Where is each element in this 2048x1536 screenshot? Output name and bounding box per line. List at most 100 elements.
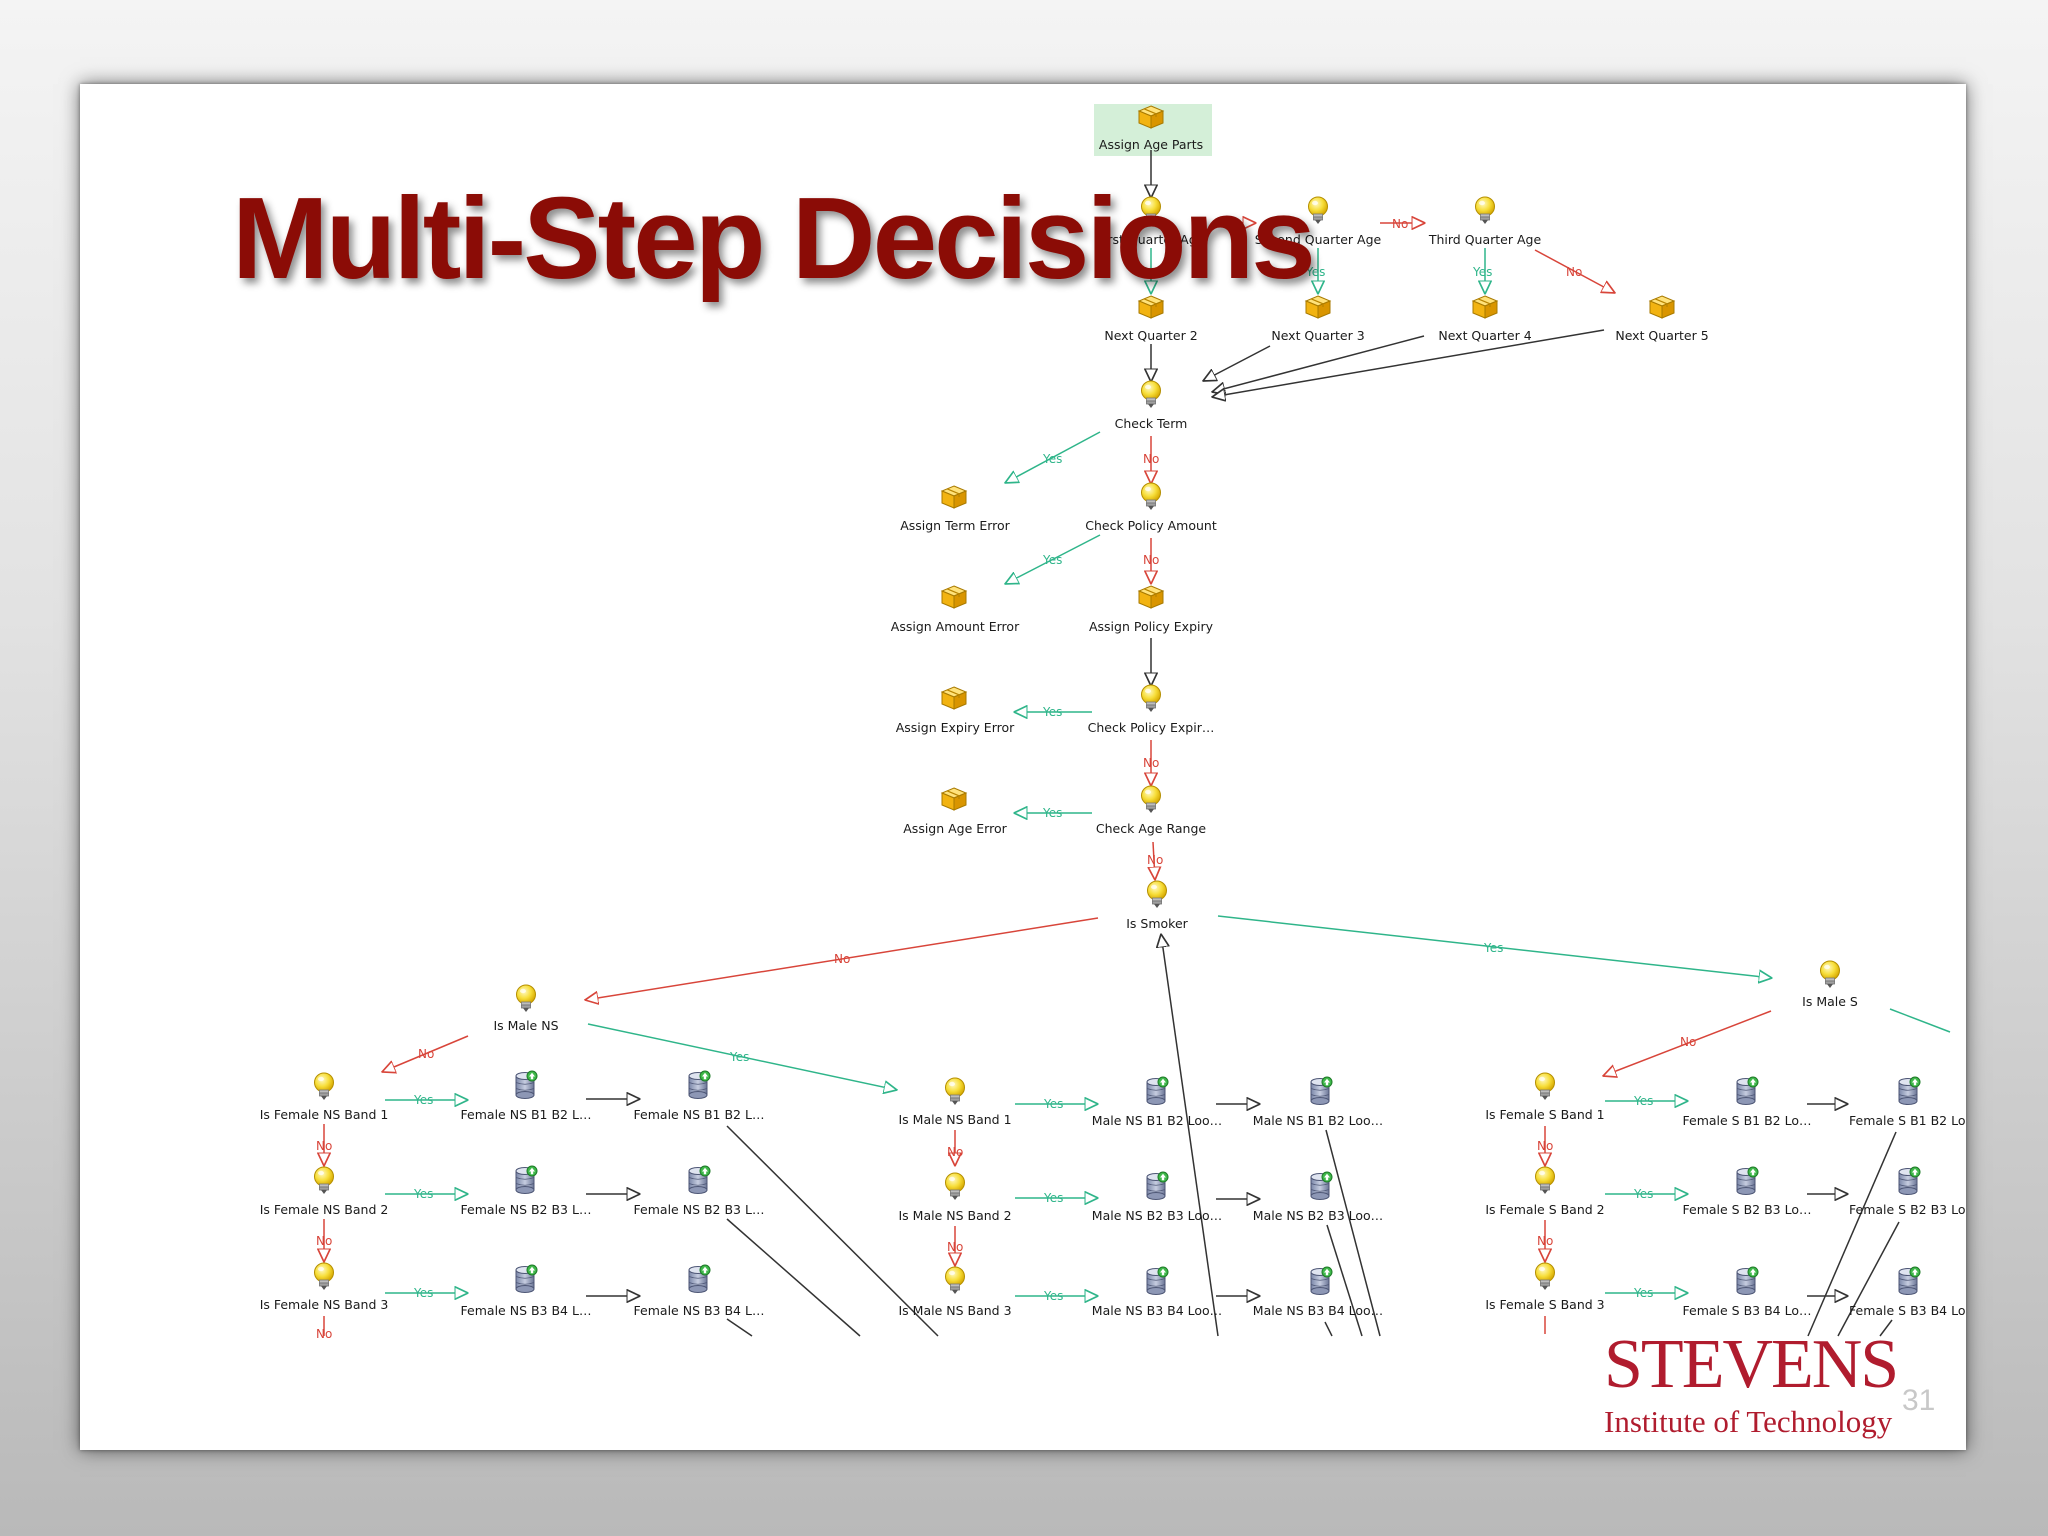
node-third-quarter-age[interactable]: Third Quarter Age xyxy=(1428,196,1542,247)
node-check-policy-expiry[interactable]: Check Policy Expir… xyxy=(1088,684,1215,735)
node-is-female-ns-band-3[interactable]: Is Female NS Band 3 xyxy=(260,1262,389,1312)
node-check-term[interactable]: Check Term xyxy=(1115,380,1188,431)
database-icon xyxy=(1898,1166,1921,1195)
node-female-s-b2-b3-a[interactable]: Female S B2 B3 Lo… xyxy=(1683,1166,1812,1217)
node-male-ns-b2-b3-b[interactable]: Male NS B2 B3 Loo… xyxy=(1253,1171,1383,1223)
database-icon xyxy=(1736,1166,1759,1195)
node-is-female-s-band-3[interactable]: Is Female S Band 3 xyxy=(1485,1262,1605,1312)
node-label: Second Quarter Age xyxy=(1255,232,1382,247)
node-label: Assign Age Error xyxy=(903,821,1007,836)
database-icon xyxy=(1898,1266,1921,1295)
stevens-logo-wordmark: STEVENS xyxy=(1604,1326,1899,1403)
node-is-female-ns-band-2[interactable]: Is Female NS Band 2 xyxy=(260,1166,389,1217)
node-next-quarter-4[interactable]: Next Quarter 4 xyxy=(1438,295,1532,343)
package-icon xyxy=(1649,295,1675,319)
node-label: Is Female NS Band 1 xyxy=(260,1107,389,1122)
node-label: Female NS B2 B3 L… xyxy=(634,1202,765,1217)
package-icon xyxy=(1472,295,1498,319)
database-icon xyxy=(1146,1266,1169,1295)
node-label: Female NS B1 B2 L… xyxy=(461,1107,592,1122)
node-label: Female NS B3 B4 L… xyxy=(461,1303,592,1318)
node-label: Is Female S Band 3 xyxy=(1485,1297,1604,1312)
node-label: Assign Term Error xyxy=(900,518,1010,533)
node-label: Female NS B1 B2 L… xyxy=(634,1107,765,1122)
node-next-quarter-2[interactable]: Next Quarter 2 xyxy=(1104,295,1198,343)
node-assign-term-error[interactable]: Assign Term Error xyxy=(900,485,1011,533)
node-label: Assign Amount Error xyxy=(891,619,1020,634)
node-is-male-s[interactable]: Is Male S xyxy=(1802,960,1858,1009)
node-female-ns-b1-b2-a[interactable]: Female NS B1 B2 L… xyxy=(461,1070,592,1122)
node-label: Is Male NS Band 2 xyxy=(898,1208,1011,1223)
node-is-female-s-band-1[interactable]: Is Female S Band 1 xyxy=(1485,1072,1605,1122)
node-male-ns-b2-b3-a[interactable]: Male NS B2 B3 Loo… xyxy=(1092,1171,1222,1223)
node-label: Check Term xyxy=(1115,416,1188,431)
node-check-age-range[interactable]: Check Age Range xyxy=(1096,785,1207,836)
node-female-ns-b2-b3-b[interactable]: Female NS B2 B3 L… xyxy=(634,1165,765,1217)
node-label: Assign Expiry Error xyxy=(896,720,1015,735)
node-assign-age-error[interactable]: Assign Age Error xyxy=(903,787,1008,836)
node-female-s-b1-b2-b[interactable]: Female S B1 B2 Lo xyxy=(1849,1076,1965,1128)
node-label: Assign Age Parts xyxy=(1099,137,1203,152)
node-label: Female S B2 B3 Lo xyxy=(1849,1202,1965,1217)
node-male-ns-b1-b2-a[interactable]: Male NS B1 B2 Loo… xyxy=(1092,1076,1222,1128)
node-is-smoker[interactable]: Is Smoker xyxy=(1126,880,1189,931)
node-label: Next Quarter 3 xyxy=(1271,328,1364,343)
node-label: Male NS B2 B3 Loo… xyxy=(1253,1208,1383,1223)
node-assign-policy-expiry[interactable]: Assign Policy Expiry xyxy=(1089,585,1214,634)
node-female-ns-b2-b3-a[interactable]: Female NS B2 B3 L… xyxy=(461,1165,592,1217)
package-icon xyxy=(941,485,967,509)
node-is-male-ns-band-2[interactable]: Is Male NS Band 2 xyxy=(898,1172,1012,1223)
node-label: Assign Policy Expiry xyxy=(1089,619,1214,634)
database-icon xyxy=(688,1264,711,1293)
node-is-male-ns-band-1[interactable]: Is Male NS Band 1 xyxy=(898,1077,1012,1127)
node-male-ns-b3-b4-a[interactable]: Male NS B3 B4 Loo… xyxy=(1092,1266,1222,1318)
database-icon xyxy=(515,1264,538,1293)
database-icon xyxy=(1736,1076,1759,1105)
node-label: Third Quarter Age xyxy=(1428,232,1542,247)
node-next-quarter-3[interactable]: Next Quarter 3 xyxy=(1271,295,1365,343)
node-first-quarter-age[interactable]: First Quarter Age xyxy=(1098,196,1205,247)
node-label: Is Female NS Band 2 xyxy=(260,1202,389,1217)
node-female-ns-b3-b4-b[interactable]: Female NS B3 B4 L… xyxy=(634,1264,765,1318)
node-label: Male NS B1 B2 Loo… xyxy=(1092,1113,1222,1128)
node-female-ns-b3-b4-a[interactable]: Female NS B3 B4 L… xyxy=(461,1264,592,1318)
node-next-quarter-5[interactable]: Next Quarter 5 xyxy=(1615,295,1709,343)
node-female-ns-b1-b2-b[interactable]: Female NS B1 B2 L… xyxy=(634,1070,765,1122)
node-is-male-ns-band-3[interactable]: Is Male NS Band 3 xyxy=(898,1266,1012,1318)
node-male-ns-b1-b2-b[interactable]: Male NS B1 B2 Loo… xyxy=(1253,1076,1383,1128)
node-is-female-s-band-2[interactable]: Is Female S Band 2 xyxy=(1485,1166,1605,1217)
node-male-ns-b3-b4-b[interactable]: Male NS B3 B4 Loo… xyxy=(1253,1266,1383,1318)
node-is-female-ns-band-1[interactable]: Is Female NS Band 1 xyxy=(260,1072,389,1122)
database-icon xyxy=(1310,1076,1333,1105)
node-label: Is Male NS xyxy=(493,1018,558,1033)
node-label: Male NS B3 B4 Loo… xyxy=(1253,1303,1383,1318)
node-check-policy-amount[interactable]: Check Policy Amount xyxy=(1085,482,1217,533)
node-female-s-b2-b3-b[interactable]: Female S B2 B3 Lo xyxy=(1849,1166,1965,1217)
database-icon xyxy=(1898,1076,1921,1105)
node-label: Next Quarter 4 xyxy=(1438,328,1531,343)
package-icon xyxy=(941,585,967,609)
node-is-male-ns[interactable]: Is Male NS xyxy=(493,984,559,1033)
node-label: Female S B1 B2 Lo… xyxy=(1683,1113,1812,1128)
slide-title: Multi-Step Decisions xyxy=(232,173,1316,303)
node-label: Is Female NS Band 3 xyxy=(260,1297,389,1312)
node-female-s-b3-b4-b[interactable]: Female S B3 B4 Lo xyxy=(1849,1266,1965,1318)
database-icon xyxy=(515,1165,538,1194)
node-assign-expiry-error[interactable]: Assign Expiry Error xyxy=(896,686,1015,735)
package-icon xyxy=(1138,585,1164,609)
node-female-s-b1-b2-a[interactable]: Female S B1 B2 Lo… xyxy=(1683,1076,1812,1128)
node-second-quarter-age[interactable]: Second Quarter Age xyxy=(1255,196,1382,247)
database-icon xyxy=(1736,1266,1759,1295)
node-label: Female S B2 B3 Lo… xyxy=(1683,1202,1812,1217)
package-icon xyxy=(941,787,967,811)
node-female-s-b3-b4-a[interactable]: Female S B3 B4 Lo… xyxy=(1683,1266,1812,1318)
database-icon xyxy=(688,1165,711,1194)
node-label: Female NS B2 B3 L… xyxy=(461,1202,592,1217)
node-label: Male NS B1 B2 Loo… xyxy=(1253,1113,1383,1128)
stevens-logo-subtitle: Institute of Technology xyxy=(1604,1404,1893,1439)
node-label: Female S B3 B4 Lo xyxy=(1849,1303,1965,1318)
node-assign-age-parts[interactable]: Assign Age Parts xyxy=(1099,105,1203,152)
database-icon xyxy=(1310,1266,1333,1295)
node-assign-amount-error[interactable]: Assign Amount Error xyxy=(891,585,1020,634)
node-label: Check Policy Amount xyxy=(1085,518,1217,533)
